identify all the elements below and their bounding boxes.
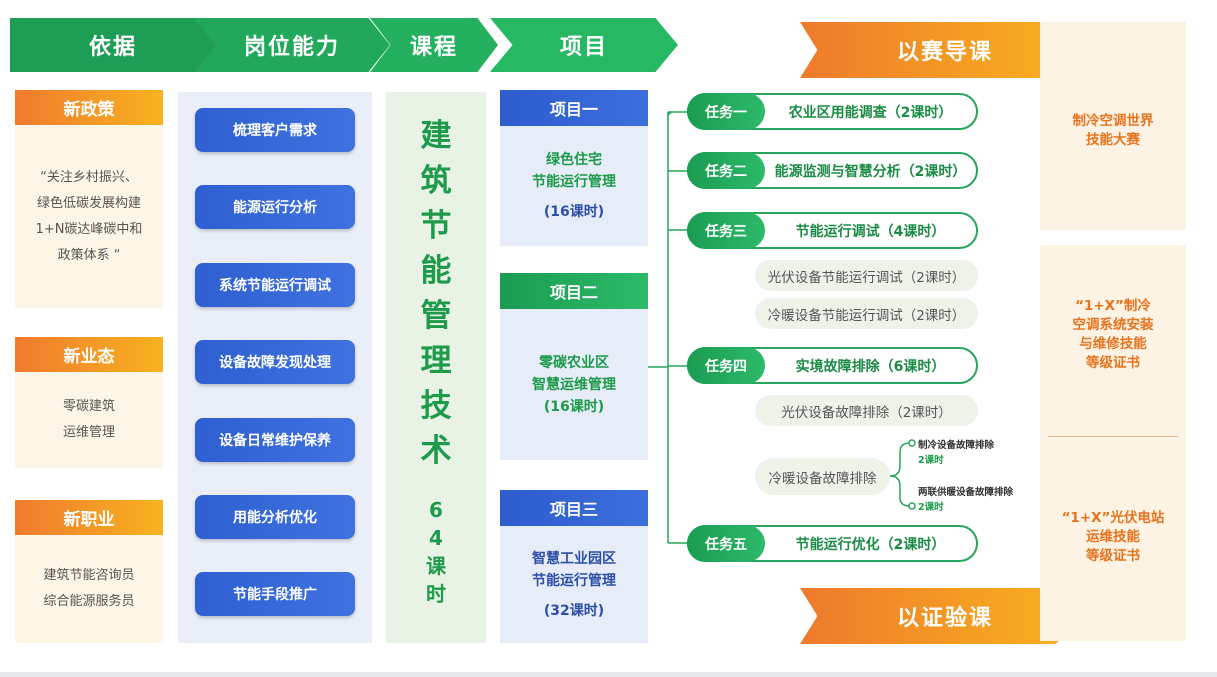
project-body: 零碳农业区智慧运维管理 (16课时) [500, 309, 648, 460]
project-title: 项目一 [500, 90, 648, 126]
step-project: 项目 [490, 18, 678, 72]
course-panel: 建筑节能管理技术 6 4 课时 [386, 92, 486, 643]
text-line: 空调系统安装 [1072, 317, 1154, 333]
text-line: 等级证书 [1086, 548, 1140, 564]
text-line: 技能大赛 [1086, 132, 1140, 148]
basis-title: 新职业 [15, 500, 163, 535]
subtask-item: 光伏设备节能运行调试（2课时） [755, 260, 978, 291]
task-text: 实境故障排除（6课时） [795, 358, 946, 375]
task-text: 能源监测与智慧分析（2课时） [774, 163, 967, 180]
course-name: 建筑节能管理技术 [386, 114, 486, 474]
text-line: (16课时) [543, 398, 605, 415]
subsub-hours: 2课时 [918, 502, 944, 513]
char: 建 [420, 118, 452, 154]
task-item: 任务四 实境故障排除（6课时） [687, 347, 978, 384]
task-text: 节能运行优化（2课时） [795, 536, 946, 553]
arrow-label: 以赛导课 [896, 40, 993, 65]
basis-body: 零碳建筑运维管理 [15, 372, 163, 468]
char: 术 [420, 433, 452, 469]
text-line: 零碳农业区 [539, 354, 609, 371]
text-line: 运维管理 [62, 425, 115, 440]
subtask-item: 冷暖设备节能运行调试（2课时） [755, 298, 978, 329]
task-item: 任务五 节能运行优化（2课时） [687, 525, 978, 562]
ability-item: 节能手段推广 [195, 572, 355, 616]
basis-body: “关注乡村振兴、绿色低碳发展构建 1+N碳达峰碳中和政策体系 “ [15, 125, 163, 308]
text-line: “关注乡村振兴、 [40, 169, 138, 185]
task-label: 任务二 [687, 152, 765, 189]
competition-box: 制冷空调世界技能大赛 [1040, 22, 1186, 230]
text-line: 运维技能 [1086, 529, 1140, 545]
ability-item: 梳理客户需求 [195, 108, 355, 152]
text-line: (16课时) [543, 204, 605, 220]
project-title: 项目二 [500, 273, 648, 309]
char: 理 [420, 343, 452, 379]
text-line: 建筑节能咨询员 [43, 568, 135, 583]
task-item: 任务三 节能运行调试（4课时） [687, 212, 978, 249]
project-title: 项目三 [500, 490, 648, 526]
ability-item: 用能分析优化 [195, 495, 355, 539]
certificate-box: “1+X”制冷空调系统安装与维修技能等级证书 “1+X”光伏电站运维技能等级证书 [1040, 245, 1186, 641]
text-line: 等级证书 [1086, 355, 1140, 371]
text-line: 绿色住宅 [546, 152, 602, 168]
text-line: 智慧运维管理 [532, 376, 616, 393]
task-item: 任务二能源监测与智慧分析（2课时） [687, 152, 978, 189]
text-line: 与维修技能 [1079, 336, 1147, 352]
step-label: 岗位能力 [243, 35, 340, 60]
basis-body: 建筑节能咨询员综合能源服务员 [15, 535, 163, 643]
ability-item: 能源运行分析 [195, 185, 355, 229]
task-item: 任务一 农业区用能调查（2课时） [687, 93, 978, 130]
char: 管 [420, 298, 452, 334]
text-line: 零碳建筑 [62, 399, 115, 414]
subtask-item: 冷暖设备故障排除 [755, 458, 890, 495]
subsub-name: 制冷设备故障排除 [918, 440, 995, 451]
text-line: 绿色低碳发展构建 [36, 195, 141, 211]
bottom-bar [0, 672, 1217, 677]
task-label: 任务三 [687, 212, 765, 249]
project-body: 绿色住宅节能运行管理 (16课时) [500, 126, 648, 246]
step-label: 依据 [88, 35, 137, 60]
step-label: 课程 [409, 35, 458, 60]
char: 课 [426, 554, 446, 578]
subtask-item: 光伏设备故障排除（2课时） [755, 395, 978, 426]
ability-item: 系统节能运行调试 [195, 263, 355, 307]
basis-title: 新业态 [15, 337, 163, 372]
step-ability: 岗位能力 [194, 18, 390, 72]
task-label: 任务四 [687, 347, 765, 384]
text-line: (32课时) [543, 602, 605, 619]
text-line: “1+X”光伏电站 [1061, 510, 1165, 526]
text-line: 1+N碳达峰碳中和 [35, 221, 143, 237]
char: 6 [429, 498, 443, 522]
text-line: 节能运行管理 [532, 174, 616, 190]
char: 4 [429, 526, 443, 550]
step-course: 课程 [370, 18, 498, 72]
course-hours: 6 4 课时 [386, 496, 486, 608]
text-line: 制冷空调世界 [1072, 113, 1154, 129]
ability-item: 设备故障发现处理 [195, 340, 355, 384]
step-basis: 依据 [10, 18, 216, 72]
char: 时 [426, 582, 446, 606]
char: 节 [420, 208, 452, 244]
project-body: 智慧工业园区节能运行管理 (32课时) [500, 526, 648, 643]
task-label: 任务一 [687, 93, 765, 130]
text-line: “1+X”制冷 [1075, 298, 1151, 314]
text-line: 政策体系 “ [57, 247, 121, 263]
task-label: 任务五 [687, 525, 765, 562]
task-text: 农业区用能调查（2课时） [788, 104, 953, 121]
arrow-label: 以证验课 [896, 606, 993, 631]
text-line: 节能运行管理 [532, 572, 616, 589]
divider [1048, 436, 1178, 437]
char: 技 [420, 388, 452, 424]
task-text: 节能运行调试（4课时） [795, 223, 946, 240]
subsub-name: 两联供暖设备故障排除 [918, 487, 1014, 498]
text-line: 综合能源服务员 [43, 594, 135, 609]
subsub-hours: 2课时 [918, 455, 944, 466]
text-line: 智慧工业园区 [532, 550, 616, 567]
basis-title: 新政策 [15, 90, 163, 125]
char: 能 [420, 253, 452, 289]
step-label: 项目 [559, 35, 608, 60]
char: 筑 [420, 163, 452, 199]
ability-item: 设备日常维护保养 [195, 418, 355, 462]
